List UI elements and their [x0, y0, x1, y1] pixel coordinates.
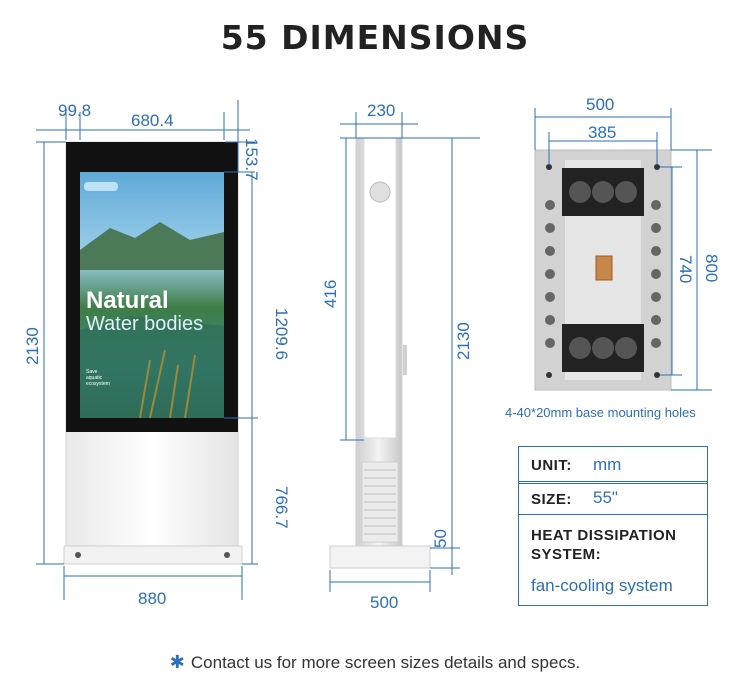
side-holes-right — [651, 200, 661, 348]
dim-side-upper: 416 — [321, 280, 340, 308]
spec-unit-label: UNIT: — [531, 457, 572, 474]
side-vent — [361, 461, 399, 543]
foot-screw-right — [224, 552, 230, 558]
dim-side-base-depth: 500 — [370, 593, 398, 612]
spec-heat-label-1: HEAT DISSIPATION — [531, 527, 677, 544]
dim-base-inner-height: 740 — [676, 255, 695, 283]
dim-left-margin: 99.8 — [58, 101, 91, 120]
footer-text: Contact us for more screen sizes details… — [190, 653, 581, 672]
spec-heat-value: fan-cooling system — [531, 576, 673, 595]
screen-heading-natural: Natural — [86, 287, 169, 314]
dim-total-height-front: 2130 — [23, 327, 42, 365]
screen-logo — [84, 182, 118, 191]
spec-heat-box: HEAT DISSIPATION SYSTEM: fan-cooling sys… — [518, 514, 708, 606]
dim-side-foot-height: 50 — [431, 529, 450, 548]
kiosk-foot — [63, 545, 243, 565]
screen-small-3: ecosystem — [86, 381, 110, 387]
foot-screw-left — [75, 552, 81, 558]
spec-size-value: 55" — [593, 488, 618, 507]
side-handle — [403, 345, 407, 375]
side-view: 230 416 2130 50 500 — [321, 101, 480, 612]
spec-unit-box: UNIT: mm — [518, 446, 708, 484]
grass-shape — [139, 349, 196, 419]
mountain-shape — [80, 222, 224, 270]
dim-top-margin: 153.7 — [242, 138, 261, 181]
spec-heat-label-2: SYSTEM: — [531, 546, 602, 563]
side-foot — [329, 545, 431, 569]
screen-small-1: Save — [86, 369, 98, 375]
base-mount-view: 500 385 740 800 — [534, 95, 721, 391]
spec-size-box: SIZE: 55" — [518, 481, 708, 515]
front-view: Natural Water bodies Save aquatic ecosys… — [23, 100, 291, 608]
side-speaker — [369, 181, 391, 203]
dim-base-height: 766.7 — [272, 486, 291, 529]
water-shape — [80, 316, 224, 418]
spec-unit-value: mm — [593, 455, 622, 474]
center-terminal — [595, 255, 613, 281]
page-title: 55 DIMENSIONS — [220, 18, 530, 57]
mounting-holes-note: 4-40*20mm base mounting holes — [505, 405, 696, 420]
dim-base-inner-width: 385 — [588, 123, 616, 142]
asterisk-icon: ✱ — [169, 652, 185, 672]
dim-side-total-height: 2130 — [454, 322, 473, 360]
screen-small-2: aquatic — [86, 375, 103, 381]
dim-base-outer-height: 800 — [702, 254, 721, 282]
footer-note: ✱ Contact us for more screen sizes detail… — [0, 652, 750, 673]
dim-screen-width: 680.4 — [131, 111, 174, 130]
dim-base-outer-width: 500 — [586, 95, 614, 114]
spec-size-label: SIZE: — [531, 491, 572, 508]
mounting-holes — [546, 164, 660, 378]
dim-side-depth: 230 — [367, 101, 395, 120]
dim-screen-height: 1209.6 — [272, 308, 291, 360]
dim-base-width: 880 — [138, 589, 166, 608]
side-holes-left — [545, 200, 555, 348]
screen-heading-water: Water bodies — [86, 313, 203, 335]
